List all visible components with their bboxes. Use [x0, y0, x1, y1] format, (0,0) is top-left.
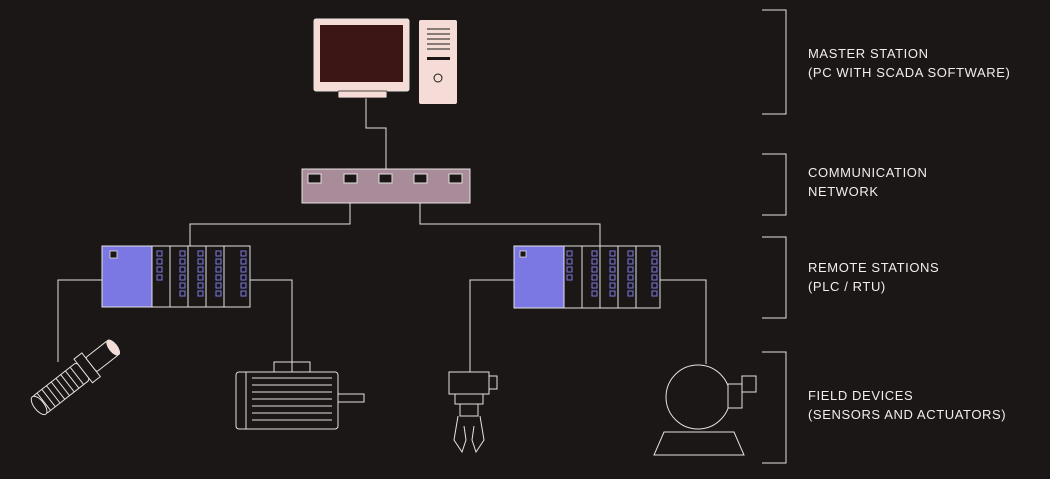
wire-right-plc-to-gripper: [469, 279, 514, 372]
wire-right-plc-to-pump: [660, 279, 707, 364]
label-master-station-line2: (PC WITH SCADA SOFTWARE): [808, 65, 1011, 80]
gripper-actuator-icon: [448, 371, 498, 454]
wire-pc-to-switch: [365, 98, 387, 172]
label-remote-stations: REMOTE STATIONS (PLC / RTU): [808, 258, 939, 296]
level-brackets: [762, 9, 787, 464]
label-field-devices: FIELD DEVICES (SENSORS AND ACTUATORS): [808, 386, 1006, 424]
label-field-devices-line2: (SENSORS AND ACTUATORS): [808, 407, 1007, 422]
electric-motor-icon: [235, 361, 365, 430]
connection-wires: [57, 98, 707, 372]
pump-icon: [653, 364, 757, 456]
plc-right-icon: [513, 245, 661, 309]
bracket-communication-network: [762, 153, 787, 216]
bracket-remote-stations: [762, 236, 787, 319]
bracket-field-devices: [762, 351, 787, 464]
label-master-station: MASTER STATION (PC WITH SCADA SOFTWARE): [808, 44, 1010, 82]
wire-switch-to-right-plc: [419, 186, 601, 248]
label-communication-network: COMMUNICATION NETWORK: [808, 163, 928, 201]
wire-left-plc-to-sensor: [57, 279, 102, 362]
network-switch-icon: [301, 168, 471, 204]
wire-left-plc-to-motor: [250, 279, 293, 372]
monitor-icon: [313, 18, 410, 99]
pc-tower-icon: [419, 20, 457, 104]
label-communication-network-line1: COMMUNICATION: [808, 165, 928, 180]
label-communication-network-line2: NETWORK: [808, 184, 879, 199]
label-master-station-line1: MASTER STATION: [808, 46, 929, 61]
wire-switch-to-left-plc: [189, 186, 351, 248]
plc-left-icon: [101, 245, 251, 308]
label-remote-stations-line1: REMOTE STATIONS: [808, 260, 940, 275]
bracket-master-station: [762, 9, 787, 115]
label-remote-stations-line2: (PLC / RTU): [808, 279, 886, 294]
proximity-sensor-icon: [30, 339, 121, 416]
label-field-devices-line1: FIELD DEVICES: [808, 388, 914, 403]
